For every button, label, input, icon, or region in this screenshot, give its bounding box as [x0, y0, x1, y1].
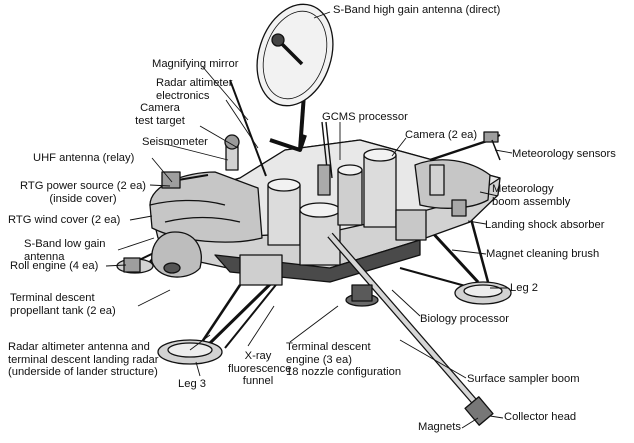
label-terminal-descent-propellant-tank: Terminal descent propellant tank (2 ea)	[10, 292, 116, 317]
label-magnets: Magnets	[418, 421, 461, 433]
label-radar-altimeter-antenna: Radar altimeter antenna and terminal des…	[8, 341, 159, 378]
camera-2	[429, 164, 445, 196]
label-radar-altimeter-electronics: Radar altimeter electronics	[156, 77, 233, 102]
high-gain-antenna	[256, 3, 334, 152]
label-gcms-processor: GCMS processor	[322, 111, 408, 123]
label-s-band-high-gain-antenna: S-Band high gain antenna (direct)	[333, 4, 501, 16]
label-leg-2: Leg 2	[510, 282, 538, 294]
label-leg-3: Leg 3	[178, 378, 206, 390]
label-rtg-wind-cover: RTG wind cover (2 ea)	[8, 214, 121, 226]
surface-sampler-boom	[327, 232, 494, 426]
label-camera-test-target: Camera test target	[135, 102, 185, 127]
roll-engine	[123, 257, 141, 273]
leader-lines	[105, 11, 513, 429]
label-magnifying-mirror: Magnifying mirror	[152, 58, 239, 70]
uhf-antenna	[177, 174, 209, 181]
label-roll-engine: Roll engine (4 ea)	[10, 260, 99, 272]
label-meteorology-sensors: Meteorology sensors	[512, 148, 616, 160]
label-surface-sampler-boom: Surface sampler boom	[467, 373, 580, 385]
radar-mast	[229, 79, 267, 177]
instrument-cylinders	[239, 148, 427, 286]
label-camera: Camera (2 ea)	[405, 129, 478, 141]
label-seismometer: Seismometer	[142, 136, 208, 148]
label-meteorology-boom-assembly: Meteorology boom assembly	[492, 183, 571, 208]
label-collector-head: Collector head	[504, 411, 577, 423]
label-rtg-power-source: RTG power source (2 ea) (inside cover)	[20, 180, 147, 205]
label-landing-shock-absorber: Landing shock absorber	[485, 219, 605, 231]
label-s-band-low-gain-antenna: S-Band low gain antenna	[24, 238, 106, 263]
label-terminal-descent-engine: Terminal descent engine (3 ea) 18 nozzle…	[286, 341, 402, 378]
meteorology-boom	[429, 138, 491, 162]
label-uhf-antenna: UHF antenna (relay)	[33, 152, 135, 164]
label-magnet-cleaning-brush: Magnet cleaning brush	[486, 248, 600, 260]
label-biology-processor: Biology processor	[420, 313, 509, 325]
label-xray-fluorescence-funnel: X-ray fluorescence funnel	[228, 350, 292, 387]
